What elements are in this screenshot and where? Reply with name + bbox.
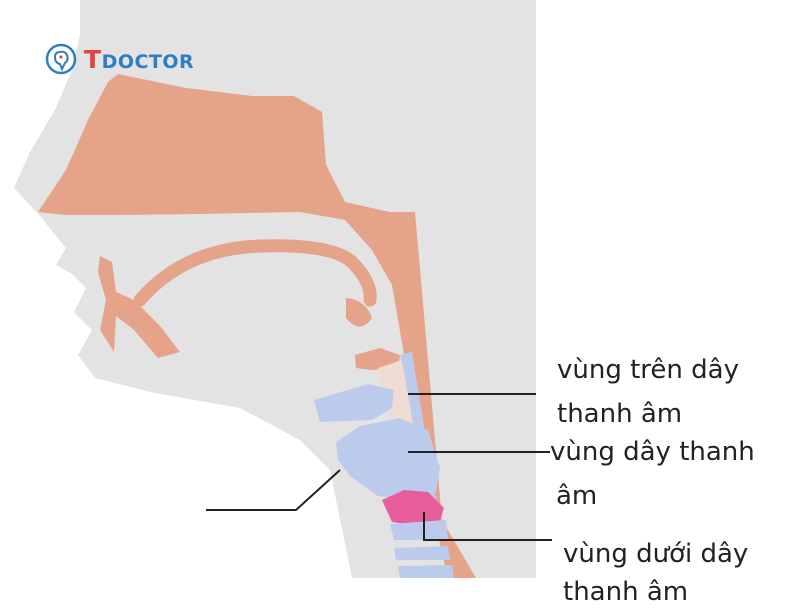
label-glottic-line1: vùng dây thanh: [550, 437, 755, 467]
brand-word: DOCTOR: [101, 50, 195, 73]
leader-line-left: [206, 469, 341, 511]
nasal-pharynx-tissue: [38, 74, 476, 578]
lips: [98, 256, 180, 358]
supraglottic-region: [378, 360, 418, 425]
label-supraglottic-line2: thanh âm: [557, 399, 683, 429]
label-subglottic-line1: vùng dưới dây: [563, 539, 749, 569]
brand-name: TDOCTOR: [84, 45, 194, 74]
head-silhouette: [14, 0, 536, 578]
brain-heart-icon: [45, 43, 77, 75]
vocal-cords: [382, 490, 444, 526]
brand-initial: T: [84, 44, 102, 74]
label-supraglottic-line1: vùng trên dây: [557, 355, 739, 385]
uvula: [346, 298, 372, 327]
thyroid-cartilage: [336, 418, 440, 500]
label-glottic-line2: âm: [556, 481, 598, 511]
palate: [133, 239, 377, 307]
leader-line-subglottic: [423, 512, 552, 541]
label-subglottic-line2: thanh âm: [563, 577, 689, 607]
tracheal-ring-2: [398, 565, 454, 578]
brand-logo: TDOCTOR: [44, 42, 194, 76]
cricoid-cartilage: [390, 520, 448, 540]
hyoid-bone: [314, 384, 394, 422]
tracheal-ring-1: [394, 546, 450, 560]
